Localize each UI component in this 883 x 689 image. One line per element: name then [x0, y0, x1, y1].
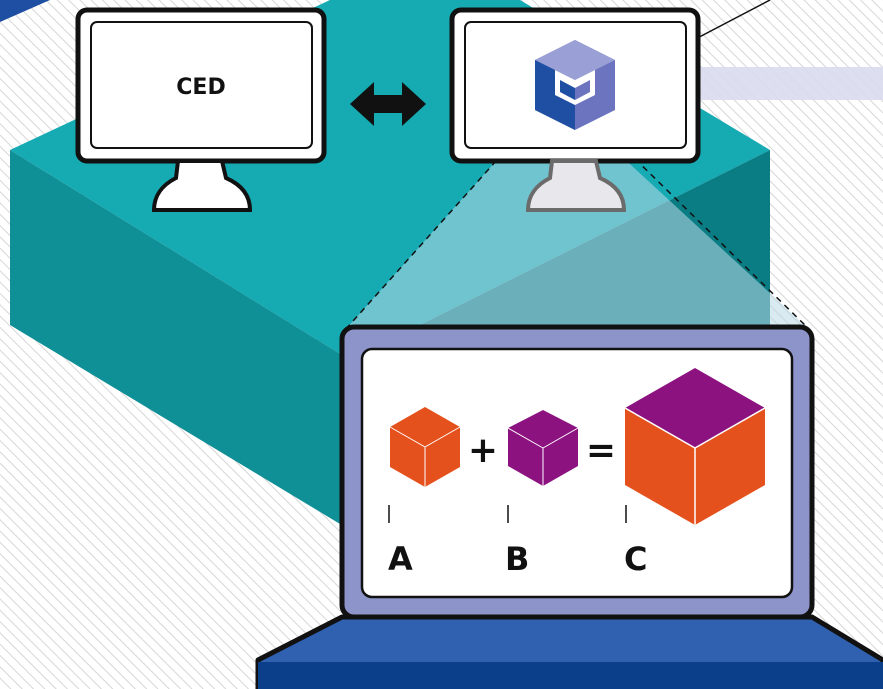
monitor-left-stand	[151, 159, 253, 212]
cone-edge-left	[344, 94, 556, 331]
cube-c	[624, 368, 766, 525]
hexagon-logo-icon	[535, 40, 615, 130]
equation: + = A B C	[388, 368, 766, 578]
double-arrow-icon	[350, 82, 426, 126]
plus-sign: +	[468, 430, 498, 471]
cone-edge-right	[579, 104, 811, 331]
monitor-left-screen	[90, 21, 313, 149]
laptop-base-front	[258, 662, 883, 689]
label-c: C	[624, 540, 647, 578]
monitor-right-stand	[525, 159, 627, 212]
laptop	[255, 324, 883, 689]
monitor-left-label: CED	[176, 75, 225, 100]
cube-b	[507, 410, 579, 486]
label-b: B	[505, 540, 529, 578]
platform-left-face	[10, 150, 350, 530]
cube-a	[389, 407, 461, 487]
label-a: A	[388, 540, 413, 578]
monitor-left: CED	[75, 7, 327, 212]
corner-tab	[0, 0, 50, 22]
projection-cone	[345, 95, 810, 330]
equals-sign: =	[586, 430, 616, 471]
